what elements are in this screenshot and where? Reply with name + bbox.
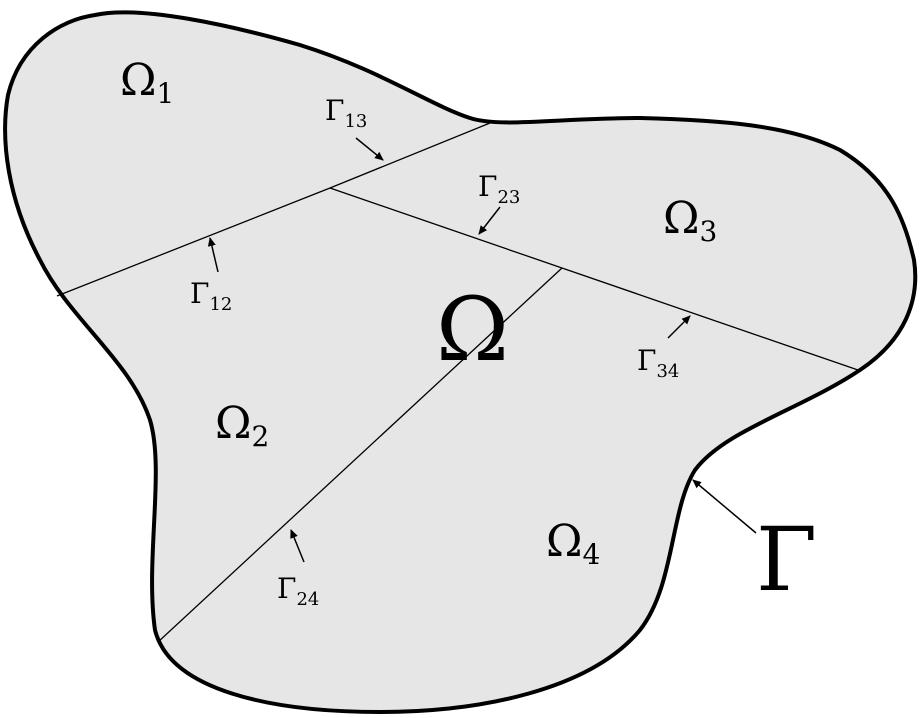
arrow-gamma-13 xyxy=(355,137,384,161)
label-gamma-24: Γ24 xyxy=(277,572,319,610)
arrow-gamma-12 xyxy=(207,237,219,273)
interface-line-24 xyxy=(157,267,563,643)
label-omega-4: Ω4 xyxy=(546,516,600,571)
interface-line-34 xyxy=(561,267,859,371)
label-omega-1: Ω1 xyxy=(120,55,174,110)
label-gamma-34: Γ34 xyxy=(637,344,679,382)
label-gamma-boundary: Γ xyxy=(756,508,817,611)
label-gamma-13: Γ13 xyxy=(325,94,367,132)
label-omega-3: Ω3 xyxy=(663,193,717,248)
interface-line-13 xyxy=(329,122,491,189)
arrow-gamma-boundary xyxy=(692,479,757,534)
arrow-gamma-24 xyxy=(290,529,305,563)
interface-line-23 xyxy=(329,187,563,269)
label-gamma-23: Γ23 xyxy=(478,170,520,208)
arrow-gamma-23 xyxy=(478,206,501,235)
interface-line-12 xyxy=(56,187,331,297)
label-gamma-12: Γ12 xyxy=(190,277,232,315)
arrow-gamma-34 xyxy=(667,315,691,339)
label-omega-2: Ω2 xyxy=(215,398,269,453)
label-omega-domain: Ω xyxy=(436,278,509,381)
